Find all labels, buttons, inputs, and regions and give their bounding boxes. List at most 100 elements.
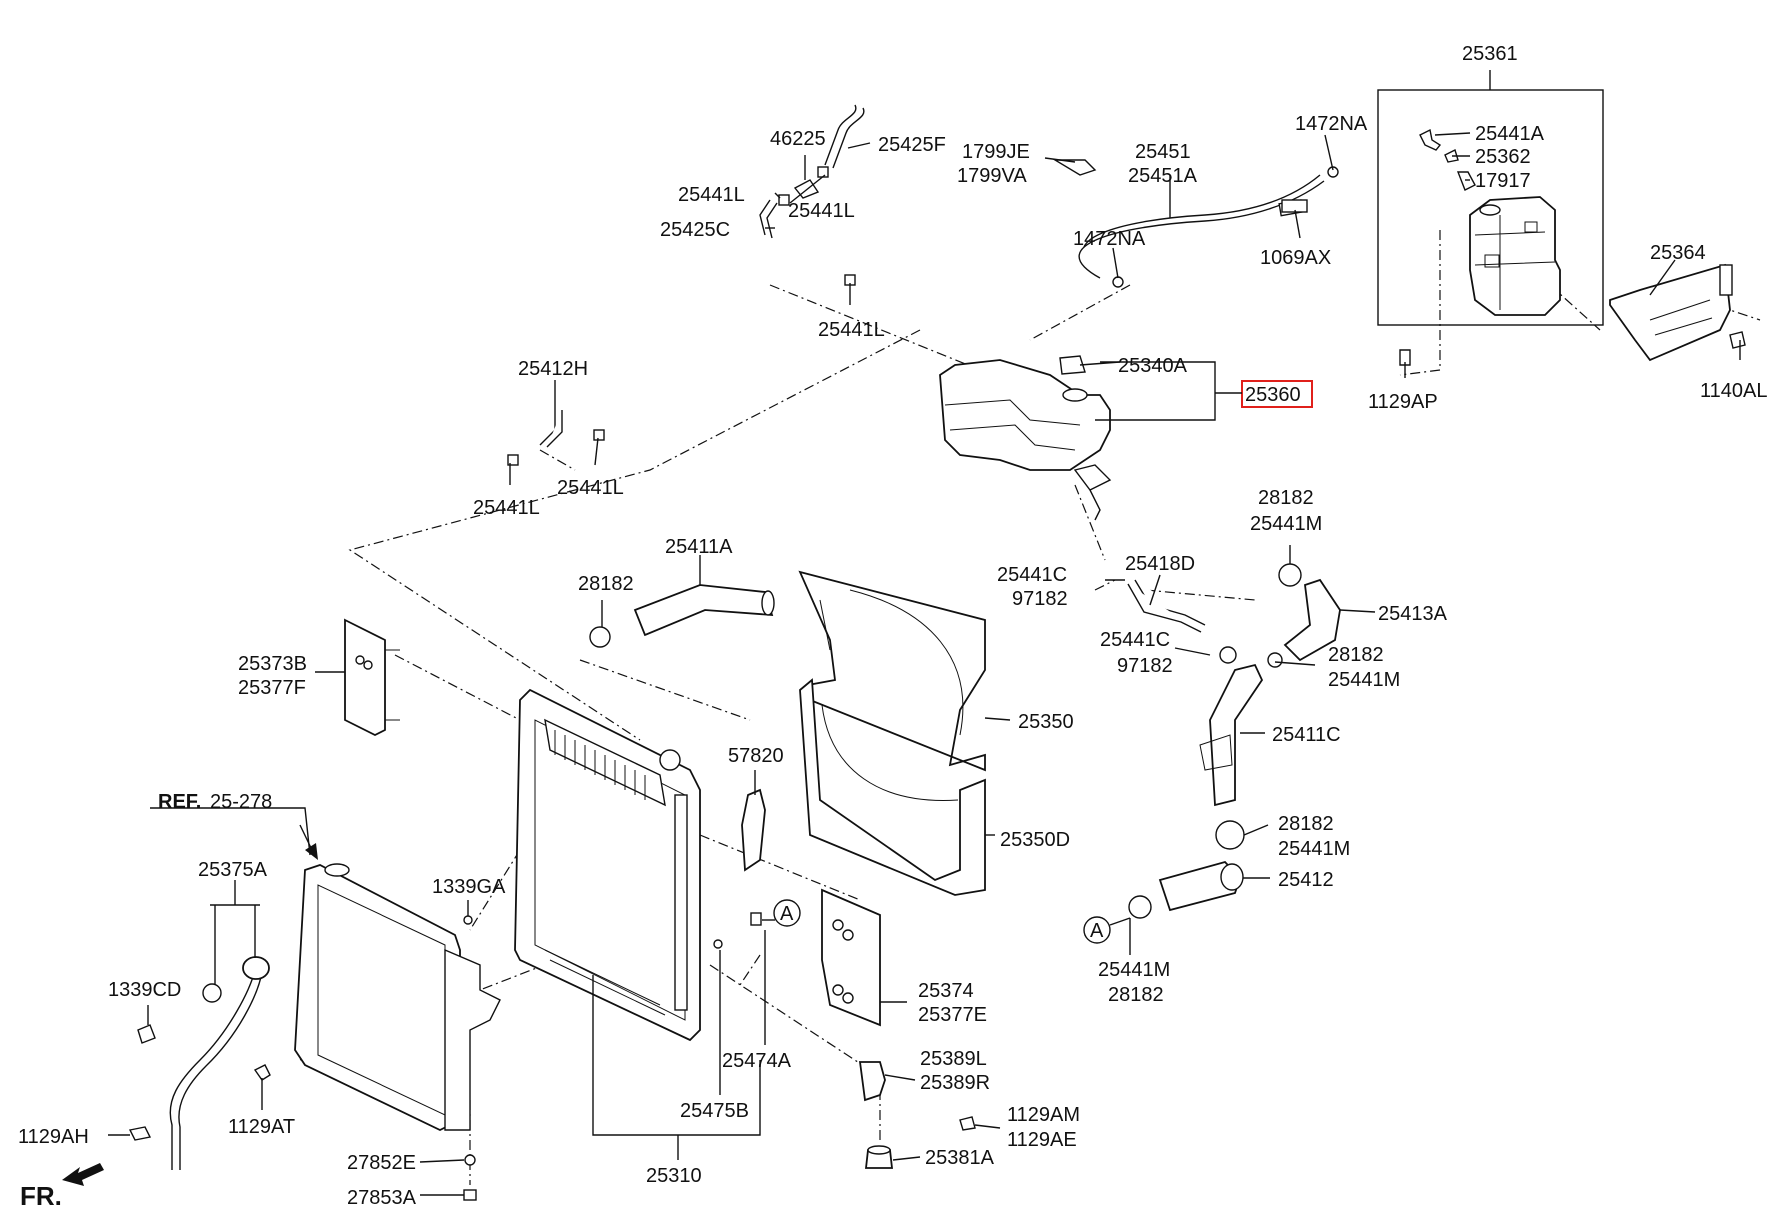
label-marker-a-1: A [780, 903, 794, 925]
label-25441C-2: 25441C [1100, 629, 1170, 651]
label-25441M-top: 25441M [1250, 513, 1322, 535]
label-25411C: 25411C [1272, 724, 1341, 746]
label-25389R: 25389R [920, 1072, 990, 1094]
label-27853A: 27853A [347, 1187, 417, 1209]
label-25377F: 25377F [238, 677, 306, 699]
intercooler[interactable] [294, 863, 501, 1132]
hose-25412[interactable] [1158, 860, 1244, 912]
label-1472NA-mid: 1472NA [1073, 228, 1146, 250]
label-25441L-5: 25441L [557, 477, 624, 499]
label-25451: 25451 [1135, 141, 1191, 163]
bolt-1129AT[interactable] [253, 1064, 271, 1081]
mount-25381A[interactable] [864, 1145, 894, 1169]
label-97182-1: 97182 [1012, 588, 1068, 610]
clip-1799JE[interactable] [1052, 159, 1097, 176]
label-28182-left: 28182 [578, 573, 634, 595]
bracket-25373B[interactable] [344, 618, 400, 737]
bracket-25374[interactable] [821, 888, 881, 1027]
label-25310: 25310 [646, 1165, 702, 1187]
label-1472NA-top: 1472NA [1295, 113, 1368, 135]
bolt-1140AL[interactable] [1729, 331, 1746, 349]
label-46225: 46225 [770, 128, 826, 150]
label-25375A: 25375A [198, 859, 268, 881]
front-arrow-icon [62, 1163, 104, 1186]
label-25474A: 25474A [722, 1050, 792, 1072]
hose-25413A[interactable] [1283, 578, 1341, 662]
label-25362: 25362 [1475, 146, 1531, 168]
hose-25375A[interactable] [137, 956, 270, 1170]
hose-25411A[interactable] [633, 584, 775, 637]
plug-1339GA[interactable] [463, 915, 473, 925]
label-front: FR. [20, 1181, 62, 1211]
clamp-1472NA[interactable] [1112, 166, 1339, 288]
label-25475B: 25475B [680, 1100, 749, 1122]
label-25425C: 25425C [660, 219, 730, 241]
bolt-25474A[interactable] [713, 912, 762, 949]
reservoir-assembly-box [1377, 70, 1604, 326]
bolt-1129AM[interactable] [959, 1116, 976, 1131]
clamp-28182[interactable] [589, 563, 1302, 919]
label-25441C-1: 25441C [997, 564, 1067, 586]
label-97182-2: 97182 [1117, 655, 1173, 677]
hose-25425C[interactable] [759, 199, 778, 239]
hose-25412H[interactable] [539, 410, 563, 448]
fan-shroud-lower-25350D[interactable] [799, 678, 986, 896]
marker-a [762, 899, 1131, 944]
label-25389L: 25389L [920, 1048, 987, 1070]
bolt-1129AP[interactable] [1399, 349, 1411, 366]
label-1339GA: 1339GA [432, 876, 506, 898]
ref-arrow [299, 824, 318, 860]
label-28182-top: 28182 [1258, 487, 1314, 509]
hose-25418D[interactable] [1127, 579, 1206, 633]
label-25411A: 25411A [665, 536, 733, 558]
label-25451A: 25451A [1128, 165, 1198, 187]
bracket-57820[interactable] [741, 788, 766, 872]
label-1799VA: 1799VA [957, 165, 1027, 187]
label-1129AE: 1129AE [1007, 1129, 1077, 1151]
label-25373B: 25373B [238, 653, 307, 675]
label-1069AX: 1069AX [1260, 247, 1331, 269]
label-25441M-mid: 25441M [1328, 669, 1400, 691]
label-25441A: 25441A [1475, 123, 1545, 145]
label-25377E: 25377E [918, 1004, 987, 1026]
label-ref: REF. [158, 791, 201, 813]
bolt-1129AH[interactable] [128, 1126, 152, 1141]
label-25441L-2: 25441L [788, 200, 855, 222]
reservoir-tank[interactable] [1469, 196, 1561, 316]
label-25381A: 25381A [925, 1147, 995, 1169]
label-ref-number: 25-278 [210, 791, 272, 813]
radiator-25310[interactable] [514, 688, 701, 1042]
hose-25411C[interactable] [1199, 663, 1264, 807]
label-25418D: 25418D [1125, 553, 1195, 575]
highlight-box-25360 [1241, 380, 1313, 408]
bracket-25364[interactable] [1609, 263, 1733, 362]
bracket-25389L[interactable] [858, 1061, 886, 1102]
label-25413A: 25413A [1378, 603, 1448, 625]
drain-plugs[interactable] [463, 1154, 477, 1201]
hose-25425F[interactable] [824, 104, 865, 169]
label-25412H: 25412H [518, 358, 588, 380]
label-28182-r: 28182 [1278, 813, 1334, 835]
label-25441L-3: 25441L [818, 319, 885, 341]
label-marker-a-2: A [1090, 920, 1104, 942]
label-1339CD: 1339CD [108, 979, 181, 1001]
hose-1069AX[interactable] [1281, 199, 1308, 213]
label-25425F: 25425F [878, 134, 946, 156]
label-28182-bottom: 28182 [1108, 984, 1164, 1006]
label-27852E: 27852E [347, 1152, 416, 1174]
part-labels: 25361 25441A 25362 17917 1472NA 25451 25… [18, 43, 1767, 1211]
reservoir-25360[interactable] [939, 355, 1112, 521]
fan-shroud-25350[interactable] [798, 570, 986, 772]
label-1129AP: 1129AP [1368, 391, 1438, 413]
label-25441M-r: 25441M [1278, 838, 1350, 860]
label-25441M-bottom: 25441M [1098, 959, 1170, 981]
label-25350D: 25350D [1000, 829, 1070, 851]
reservoir-cap-parts[interactable] [1419, 128, 1476, 191]
label-25361: 25361 [1462, 43, 1518, 65]
label-17917: 17917 [1475, 170, 1531, 192]
label-25340A: 25340A [1118, 355, 1188, 377]
label-25441L-4: 25441L [473, 497, 540, 519]
label-57820: 57820 [728, 745, 784, 767]
label-25360: 25360 [1245, 384, 1301, 406]
